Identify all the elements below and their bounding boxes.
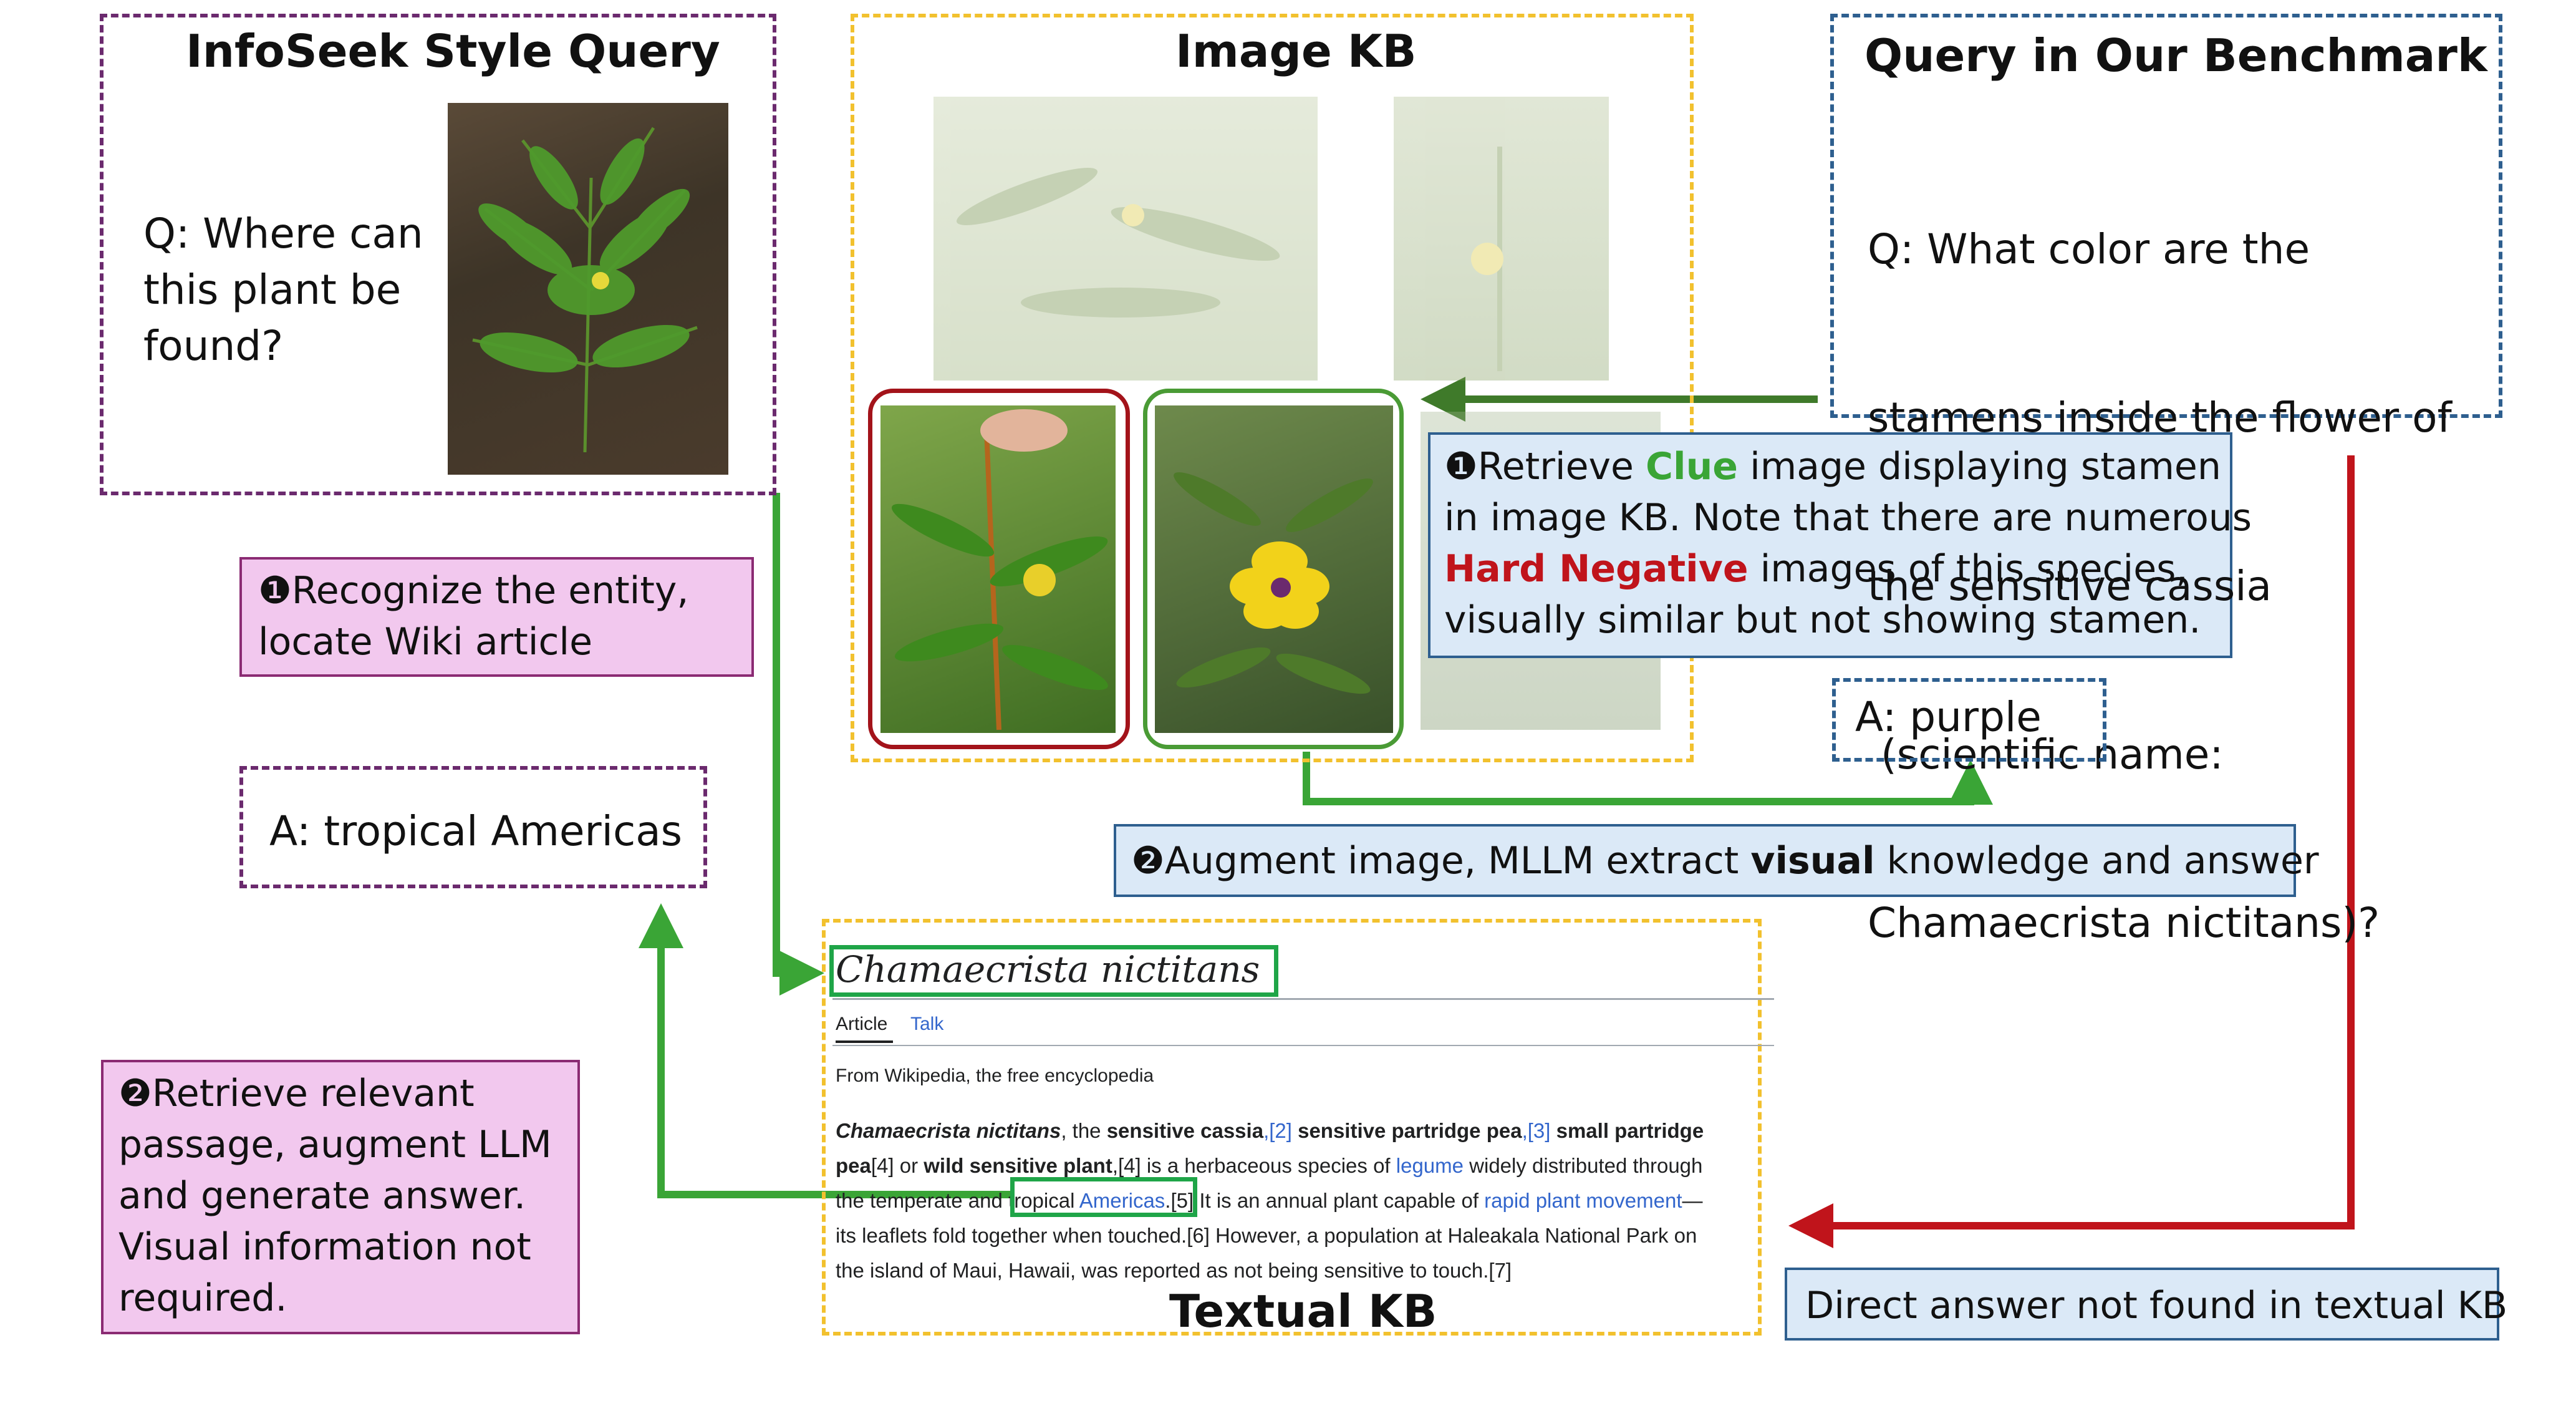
kb-image-faded-2	[1394, 97, 1609, 381]
wiki-tab-talk[interactable]: Talk	[910, 1014, 944, 1034]
arrow-query-to-textkb	[1788, 455, 2355, 1248]
clue-image-frame	[1143, 389, 1404, 749]
step-augment-box	[1114, 824, 2296, 897]
infoseek-title: InfoSeek Style Query	[186, 25, 720, 77]
step-recognize-text: ❶Recognize the entity, locate Wiki artic…	[258, 569, 689, 664]
infoseek-query-box	[100, 14, 776, 495]
infoseek-plant-photo	[448, 103, 728, 475]
step-recognize-box	[239, 557, 754, 677]
wiki-from-line: From Wikipedia, the free encyclopedia	[836, 1065, 1154, 1086]
step-retrieve-passage-box	[101, 1060, 580, 1334]
wiki-title-rule	[832, 998, 1774, 1000]
faded-leaf-graphic	[956, 168, 1280, 318]
clue-flower-graphic	[1174, 472, 1373, 694]
wiki-article-title: Chamaecrista nictitans	[836, 948, 1260, 991]
infoseek-answer-box	[239, 766, 707, 888]
hard-negative-image-frame	[868, 389, 1130, 749]
benchmark-answer: A: purple	[1855, 693, 2042, 741]
benchmark-question: Q: What color are the stamens inside the…	[1868, 225, 2452, 947]
faded-flower-graphic	[1471, 147, 1503, 371]
kb-image-faded-1	[933, 97, 1318, 381]
wiki-paragraph: Chamaecrista nictitans, the sensitive ca…	[836, 1119, 1704, 1282]
wiki-tab-rule	[832, 1045, 1774, 1046]
step-retrieve-clue-text: ❶Retrieve Clue image displaying stamen i…	[1444, 445, 2252, 642]
benchmark-answer-box	[1832, 678, 2106, 762]
textual-kb-box	[822, 919, 1762, 1336]
image-kb-title: Image KB	[1175, 25, 1417, 77]
step-retrieve-clue-box	[1428, 432, 2232, 658]
wiki-tab-article[interactable]: Article	[836, 1014, 888, 1034]
hard-negative-image	[880, 405, 1116, 733]
wiki-passage-highlight	[1010, 1177, 1197, 1217]
arrow-infoseek-to-textkb	[773, 493, 824, 996]
fern-leaves-graphic	[472, 127, 698, 453]
clue-image	[1155, 405, 1393, 733]
not-found-box	[1785, 1268, 2499, 1341]
arrow-clue-to-answer	[1303, 752, 1993, 805]
not-found-text: Direct answer not found in textual KB	[1805, 1284, 2508, 1327]
infoseek-question: Q: Where can this plant be found?	[143, 210, 423, 370]
arrow-passage-to-answer	[639, 903, 1013, 1198]
infoseek-answer: A: tropical Americas	[269, 807, 683, 855]
wiki-tab-underline	[836, 1040, 893, 1043]
benchmark-title: Query in Our Benchmark	[1864, 29, 2487, 82]
hard-negative-leaves-graphic	[891, 409, 1108, 730]
benchmark-query-box	[1830, 14, 2502, 418]
step-retrieve-passage-text: ❷Retrieve relevant passage, augment LLM …	[118, 1072, 552, 1320]
wiki-title-highlight	[829, 945, 1278, 997]
textual-kb-title: Textual KB	[1169, 1285, 1437, 1337]
step-augment-text: ❷Augment image, MLLM extract visual know…	[1131, 839, 2319, 883]
image-kb-box	[851, 14, 1694, 762]
